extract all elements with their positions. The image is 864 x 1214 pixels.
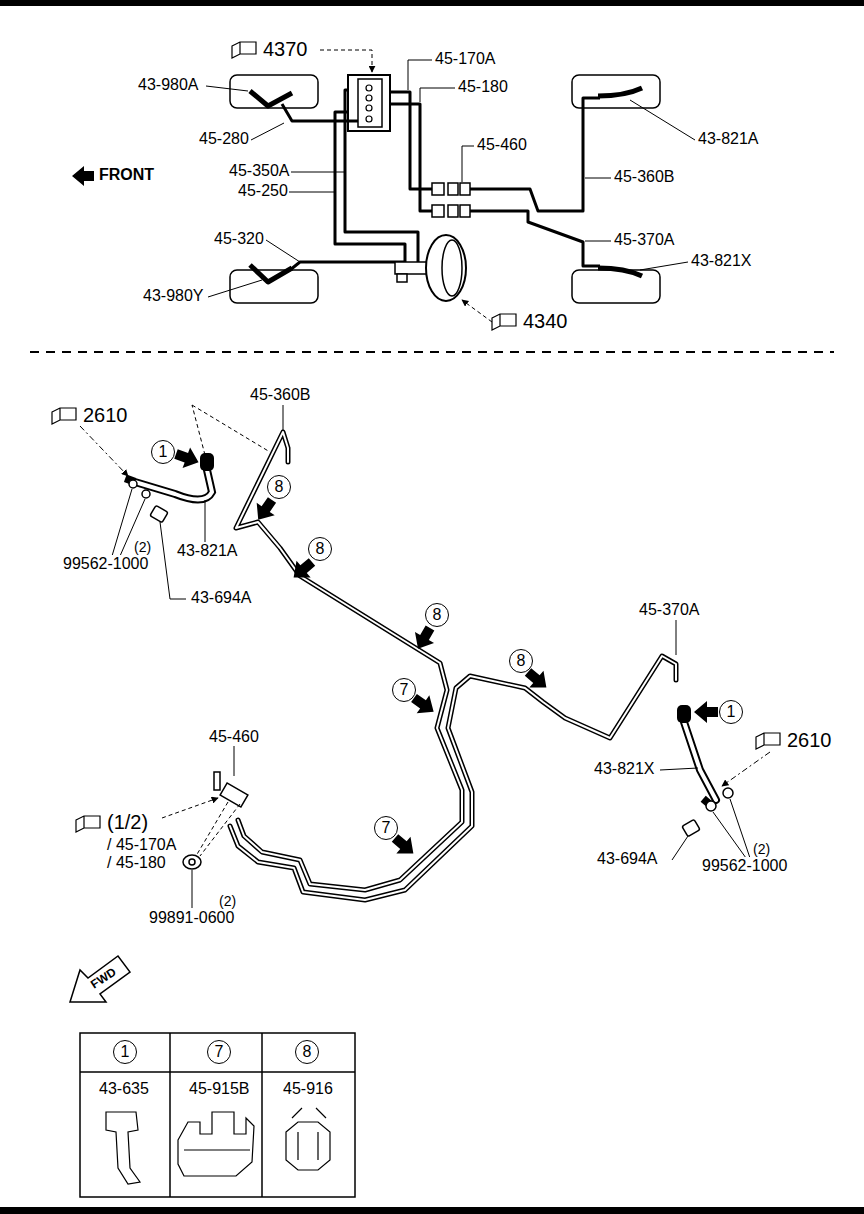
part-label: 45-360B <box>613 168 676 186</box>
part-label: FRONT <box>98 166 155 184</box>
part-label: 4340 <box>522 310 569 332</box>
callout-text: 8 <box>517 653 526 669</box>
part-label: 45-360B <box>249 386 312 404</box>
part-label: 45-460 <box>208 728 260 746</box>
clip-icons <box>106 1108 330 1184</box>
callout-text: 1 <box>159 444 168 460</box>
bottom-leaders <box>80 405 770 908</box>
part-label: 99562-1000 <box>701 857 788 875</box>
callout-text: 1 <box>727 704 736 720</box>
callout-number: 1 <box>151 440 175 464</box>
callout-text: 8 <box>316 541 325 557</box>
hydraulic-unit <box>348 75 390 131</box>
part-label: 43-980A <box>137 76 200 94</box>
part-label: / 45-180 <box>106 854 167 872</box>
clip-table <box>80 1033 355 1197</box>
callout-text: 8 <box>433 607 442 623</box>
part-label: 43-821A <box>697 130 760 148</box>
callout-text: 1 <box>121 1044 130 1060</box>
top-bar <box>0 0 864 6</box>
callout-number: 1 <box>719 700 743 724</box>
callout-text: 8 <box>303 1044 312 1060</box>
part-label: 2610 <box>82 404 129 426</box>
callout-number: 8 <box>509 649 533 673</box>
part-label: 45-350A <box>228 162 291 180</box>
callout-number: 7 <box>374 816 398 840</box>
part-label: 43-694A <box>596 850 659 868</box>
part-label: 45-280 <box>198 130 250 148</box>
callout-text: 7 <box>215 1044 224 1060</box>
part-label: (1/2) <box>106 811 149 833</box>
part-label: 45-250 <box>237 182 289 200</box>
fwd-arrow <box>70 956 130 1002</box>
callout-text: 7 <box>382 820 391 836</box>
callout-text: 8 <box>275 479 284 495</box>
part-label: 45-460 <box>476 136 528 154</box>
leader-lines <box>206 50 695 322</box>
part-label: 2610 <box>786 729 833 751</box>
part-label: 99562-1000 <box>62 555 149 573</box>
master-cylinder <box>395 235 466 301</box>
part-label: 45-320 <box>213 230 265 248</box>
part-label: 99891-0600 <box>148 909 235 927</box>
part-label: 43-821X <box>690 252 753 270</box>
part-label: 43-694A <box>190 589 253 607</box>
fittings <box>124 453 713 808</box>
junction-blocks <box>432 183 470 217</box>
front-arrow <box>72 166 94 186</box>
part-label: 45-370A <box>613 231 676 249</box>
part-label: 43-980Y <box>142 287 205 305</box>
part-label: (2) <box>133 540 152 555</box>
part-label: 4370 <box>262 38 309 60</box>
part-label: 45-916 <box>282 1080 334 1098</box>
bottom-bar <box>0 1207 864 1214</box>
hoses <box>135 470 716 800</box>
callout-number: 8 <box>267 475 291 499</box>
callout-number: 8 <box>308 537 332 561</box>
part-label: 43-821X <box>593 760 656 778</box>
callout-text: 7 <box>400 682 409 698</box>
part-label: 45-170A <box>434 50 497 68</box>
part-label: (2) <box>752 842 771 857</box>
callout-number: 7 <box>207 1040 231 1064</box>
part-label: (2) <box>218 894 237 909</box>
brake-pipes <box>230 432 676 900</box>
pointer-arrows <box>172 444 718 862</box>
washers-bolts <box>129 480 733 869</box>
part-label: 43-821A <box>176 542 239 560</box>
separator <box>30 351 834 353</box>
callout-number: 1 <box>113 1040 137 1064</box>
reference-icons <box>52 42 780 832</box>
part-label: 45-370A <box>638 601 701 619</box>
part-label: 45-180 <box>457 78 509 96</box>
wheels <box>230 75 660 303</box>
part-label: / 45-170A <box>106 836 177 854</box>
callout-number: 7 <box>392 678 416 702</box>
callout-number: 8 <box>295 1040 319 1064</box>
part-label: 43-635 <box>98 1080 150 1098</box>
part-label: 45-915B <box>188 1080 251 1098</box>
callout-number: 8 <box>425 603 449 627</box>
